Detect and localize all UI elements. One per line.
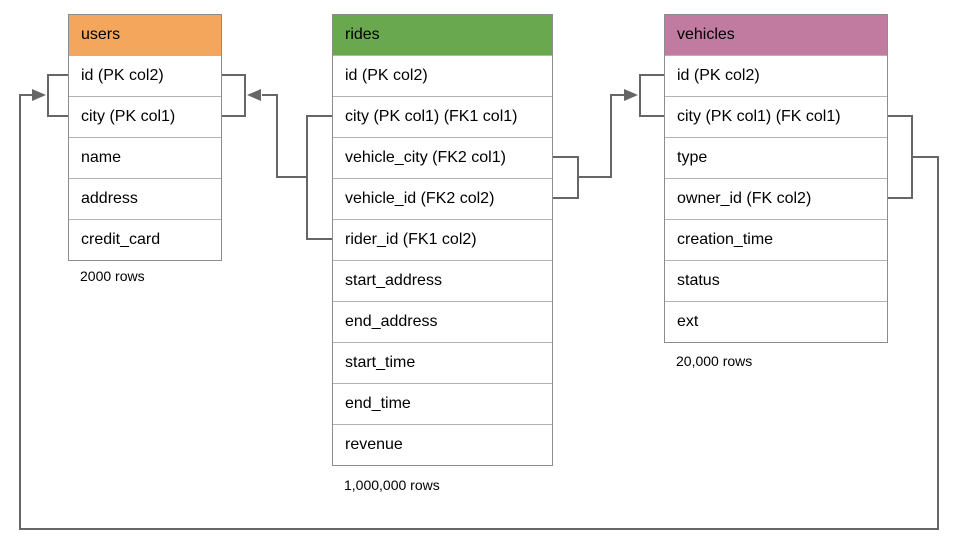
column-row: revenue [333, 424, 552, 465]
rides-fk1-bracket [306, 115, 332, 240]
column-row: end_time [333, 383, 552, 424]
table-header-users: users [69, 15, 221, 55]
users-left-pk-bracket [47, 74, 68, 117]
column-row: ext [665, 301, 887, 342]
column-row: credit_card [69, 219, 221, 260]
table-users: users id (PK col2) city (PK col1) name a… [68, 14, 222, 261]
rides-to-users-connector [262, 94, 307, 178]
table-header-vehicles: vehicles [665, 15, 887, 55]
column-row: city (PK col1) (FK1 col1) [333, 96, 552, 137]
users-right-pk-bracket [222, 74, 246, 117]
column-row: city (PK col1) [69, 96, 221, 137]
column-row: id (PK col2) [69, 55, 221, 96]
arrowhead-into-vehicles-left [624, 89, 638, 101]
column-row: start_time [333, 342, 552, 383]
column-row: owner_id (FK col2) [665, 178, 887, 219]
table-header-rides: rides [333, 15, 552, 55]
row-count-rides: 1,000,000 rows [344, 477, 440, 493]
column-row: vehicle_id (FK2 col2) [333, 178, 552, 219]
column-row: status [665, 260, 887, 301]
column-row: end_address [333, 301, 552, 342]
vehicles-left-pk-bracket [639, 74, 664, 117]
row-count-users: 2000 rows [80, 268, 145, 284]
vehicles-fk-bracket [888, 115, 913, 199]
column-row: type [665, 137, 887, 178]
column-row: rider_id (FK1 col2) [333, 219, 552, 260]
rides-fk2-bracket [553, 156, 579, 199]
table-rides: rides id (PK col2) city (PK col1) (FK1 c… [332, 14, 553, 466]
row-count-vehicles: 20,000 rows [676, 353, 753, 369]
column-row: creation_time [665, 219, 887, 260]
column-row: id (PK col2) [333, 55, 552, 96]
arrowhead-into-users-right [247, 89, 261, 101]
rides-to-vehicles-connector [578, 94, 624, 178]
column-row: address [69, 178, 221, 219]
column-row: name [69, 137, 221, 178]
column-row: start_address [333, 260, 552, 301]
column-row: id (PK col2) [665, 55, 887, 96]
table-vehicles: vehicles id (PK col2) city (PK col1) (FK… [664, 14, 888, 343]
column-row: vehicle_city (FK2 col1) [333, 137, 552, 178]
column-row: city (PK col1) (FK col1) [665, 96, 887, 137]
arrowhead-into-users-left [32, 89, 46, 101]
